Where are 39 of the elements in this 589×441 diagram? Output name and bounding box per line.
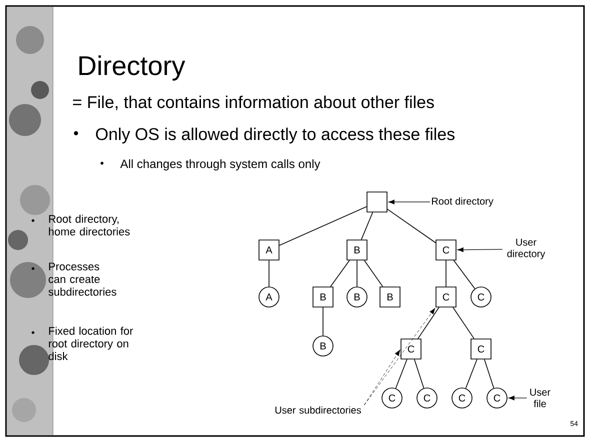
tree-line: [395, 358, 408, 389]
bullet-text: Root directory, home directories: [48, 214, 130, 236]
leader-arrow: [364, 350, 400, 406]
tree-line: [414, 358, 424, 388]
tree-line: [322, 306, 324, 336]
tree-line: [452, 306, 474, 339]
tree-line: [453, 260, 476, 290]
callout-label: User file: [530, 388, 550, 408]
tree-line: [364, 260, 384, 287]
bullet-text: Processes can create subdirectories: [48, 262, 116, 296]
tree-line: [356, 260, 358, 287]
directory-box: C: [400, 338, 422, 360]
bullet-text: = File, that contains information about other files: [73, 96, 434, 110]
directory-box: C: [436, 286, 456, 308]
tree-line: [268, 260, 270, 287]
callout-label: User directory: [507, 238, 546, 260]
tree-line: [330, 260, 350, 287]
leader-arrow: [508, 396, 528, 400]
callout-label: Root directory: [432, 197, 494, 207]
tree-line: [387, 208, 436, 244]
leader-arrow: [388, 200, 430, 204]
tree-line: [465, 358, 478, 389]
directory-box: [366, 192, 388, 212]
directory-box: B: [380, 286, 400, 308]
directory-box: B: [312, 286, 334, 308]
callout-label: User subdirectories: [275, 406, 361, 414]
slide-title: Directory: [79, 55, 186, 81]
tree-line: [360, 212, 374, 240]
bullet-text: Fixed location for root directory on disk: [48, 326, 133, 360]
directory-box: B: [346, 240, 368, 260]
tree-line: [418, 306, 440, 339]
directory-box: C: [436, 240, 456, 260]
bullet-text: All changes through system calls only: [120, 159, 320, 170]
tree-line: [279, 206, 367, 246]
directory-box: A: [258, 240, 280, 260]
bullet-text: Only OS is allowed directly to access these files: [96, 128, 454, 144]
tree-line: [484, 358, 494, 388]
directory-box: C: [470, 338, 492, 360]
leader-arrow: [457, 247, 503, 252]
